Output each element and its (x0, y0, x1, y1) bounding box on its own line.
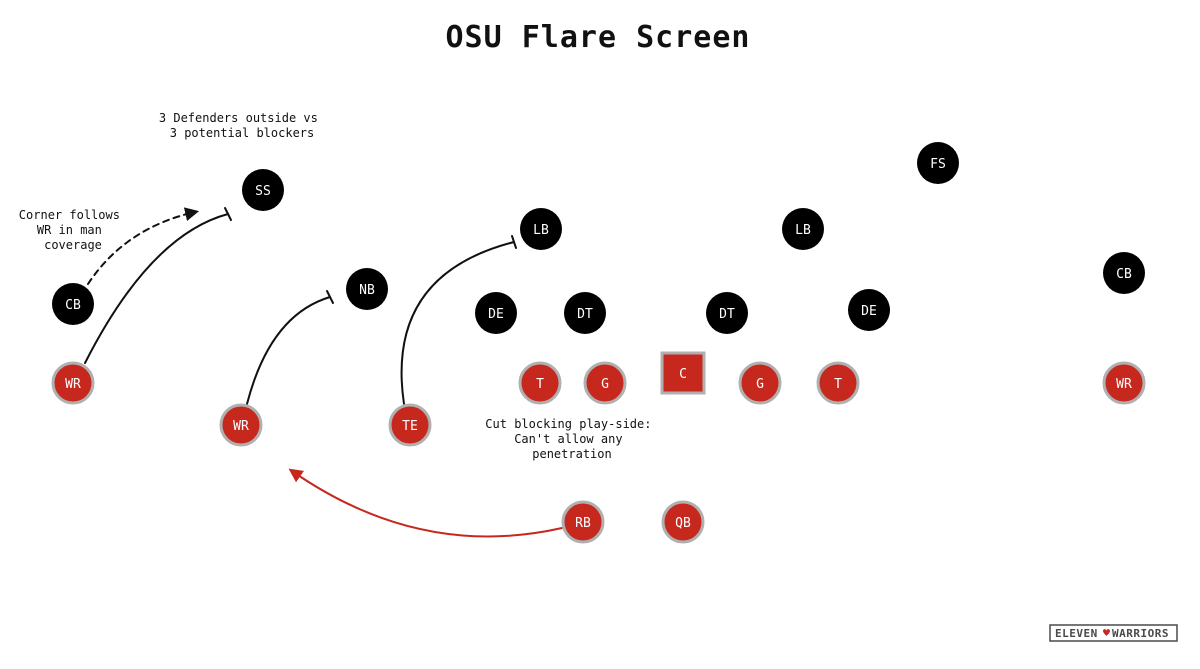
player-label: TE (402, 419, 418, 434)
offense-t-right: T (816, 361, 860, 405)
player-label: WR (1116, 377, 1132, 392)
offense-c: C (660, 351, 706, 395)
player-label: WR (65, 377, 81, 392)
offense-rb: RB (561, 500, 605, 544)
defender-dt-left: DT (564, 292, 606, 334)
offense-qb: QB (661, 500, 705, 544)
defender-ss: SS (242, 169, 284, 211)
corner-follow-route (87, 207, 200, 285)
wr-slot-block-route (246, 296, 331, 405)
player-label: WR (233, 419, 249, 434)
te-block-route (400, 241, 515, 405)
defender-lb-left: LB (520, 208, 562, 250)
player-label: T (834, 377, 842, 392)
wr-slot-block-end (326, 290, 334, 304)
defender-label: CB (1116, 267, 1132, 282)
offense: WR WR TE T G C G T WR RB QB (51, 351, 1146, 544)
page-title: OSU Flare Screen (446, 20, 751, 55)
defender-label: LB (795, 223, 811, 238)
defender-nb: NB (346, 268, 388, 310)
offense-g-right: G (738, 361, 782, 405)
player-label: G (601, 377, 609, 392)
defender-label: DT (577, 307, 593, 322)
defenders-note: 3 Defenders outside vs 3 potential block… (159, 111, 325, 140)
defender-label: DE (861, 304, 877, 319)
offense-wr-right: WR (1102, 361, 1146, 405)
wr-outside-block-route (84, 213, 229, 364)
defender-label: CB (65, 298, 81, 313)
te-block-end (511, 235, 517, 249)
player-label: T (536, 377, 544, 392)
routes (84, 207, 563, 538)
player-label: G (756, 377, 764, 392)
eleven-warriors-logo: ELEVEN WARRIORS (1049, 624, 1178, 642)
defender-label: DE (488, 307, 504, 322)
corner-note: Corner follows WR in man coverage (19, 208, 127, 252)
defender-de-left: DE (475, 292, 517, 334)
rb-flare-route (288, 468, 563, 538)
defense: SS FS LB LB NB CB CB DE DT DT DE (52, 142, 1145, 334)
offense-wr-left-outside: WR (51, 361, 95, 405)
defender-label: DT (719, 307, 735, 322)
defender-label: LB (533, 223, 549, 238)
defender-de-right: DE (848, 289, 890, 331)
annotations: 3 Defenders outside vs 3 potential block… (19, 111, 658, 461)
defender-cb-right: CB (1103, 252, 1145, 294)
defender-lb-right: LB (782, 208, 824, 250)
player-label: QB (675, 516, 691, 531)
defender-cb-left: CB (52, 283, 94, 325)
defender-label: FS (930, 157, 946, 172)
offense-te: TE (388, 403, 432, 447)
player-label: RB (575, 516, 591, 531)
wr-outside-block-end (224, 207, 232, 221)
logo-right-word: WARRIORS (1112, 627, 1169, 640)
logo-left-word: ELEVEN (1055, 627, 1098, 640)
offense-g-left: G (583, 361, 627, 405)
cut-block-note: Cut blocking play-side: Can't allow any … (485, 417, 658, 461)
offense-wr-left-slot: WR (219, 403, 263, 447)
player-label: C (679, 367, 687, 382)
offense-t-left: T (518, 361, 562, 405)
defender-label: NB (359, 283, 375, 298)
defender-fs: FS (917, 142, 959, 184)
defender-dt-right: DT (706, 292, 748, 334)
defender-label: SS (255, 184, 271, 199)
heart-icon (1103, 629, 1110, 636)
